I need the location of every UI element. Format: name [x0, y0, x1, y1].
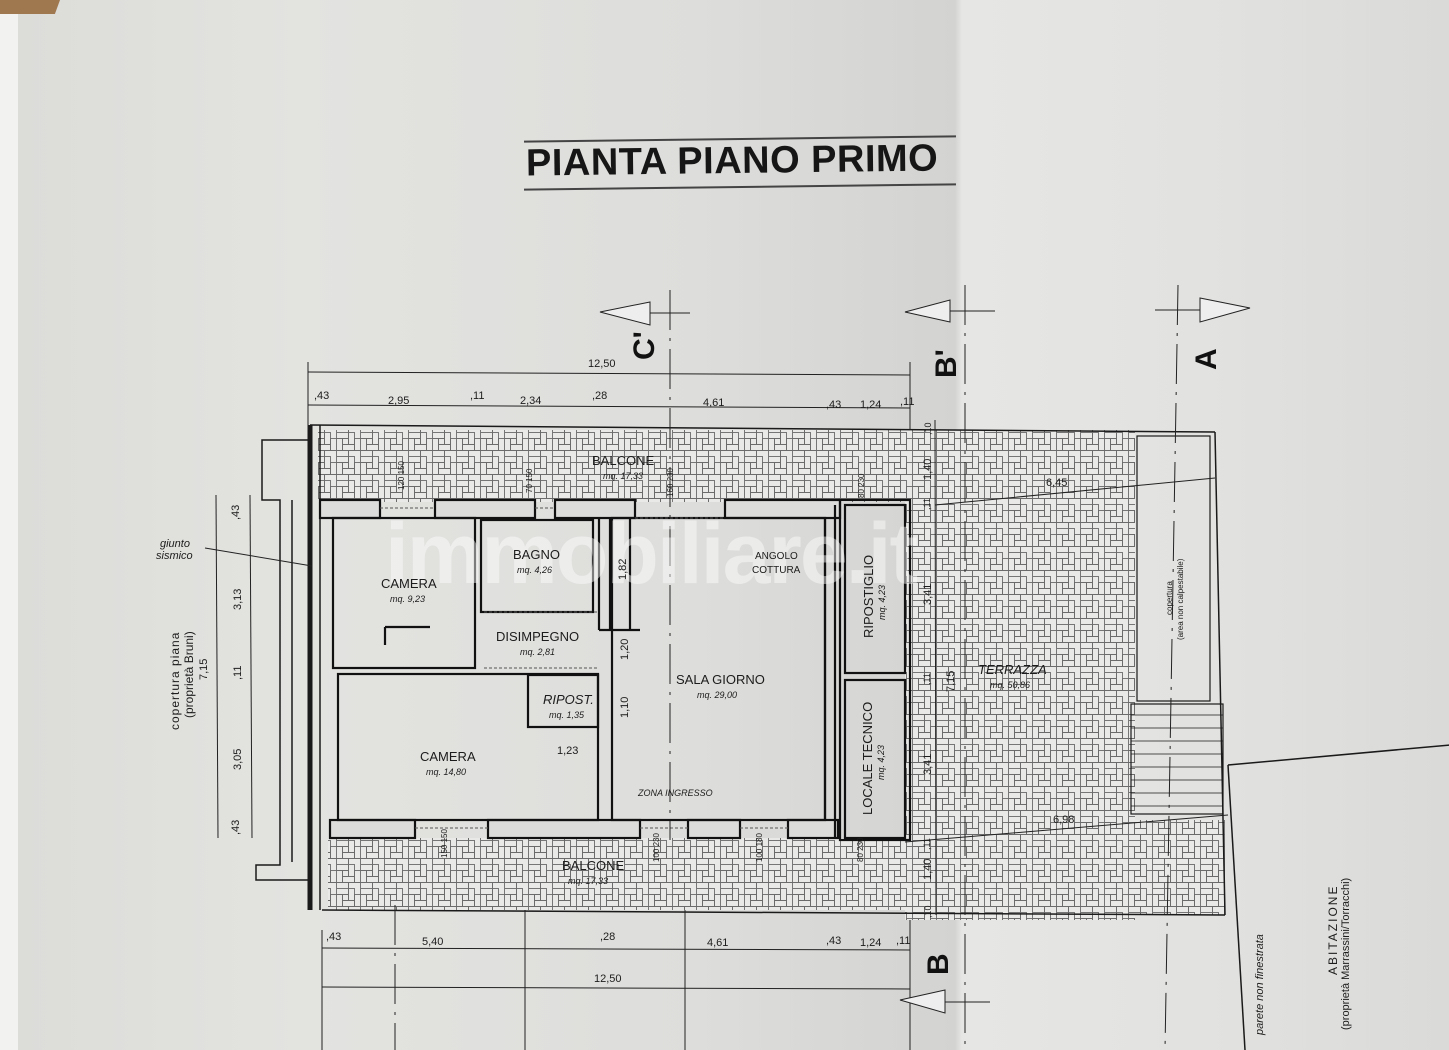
- dim-top-5: ,28: [592, 390, 608, 402]
- dim-left-2: 3,13: [232, 588, 244, 610]
- dim-left-total: 7,15: [198, 658, 210, 680]
- area-balcone-south: mq. 17,33: [568, 876, 609, 886]
- room-bagno: BAGNO: [513, 547, 560, 562]
- dim-terrace-top: 6,45: [1046, 477, 1068, 489]
- dim-right-4: 3,41: [922, 583, 934, 605]
- dim-bottom-4: 4,61: [707, 937, 729, 949]
- dim-left-3: ,11: [232, 665, 244, 680]
- area-locale-tecnico: mq. 4,23: [876, 744, 886, 780]
- room-terrazza: TERRAZZA: [978, 662, 1047, 677]
- dim-top-4: 2,34: [520, 395, 542, 407]
- area-camera-1: mq. 9,23: [390, 594, 426, 604]
- dim-top-6: 4,61: [703, 397, 725, 409]
- dim-right-7: ,11: [922, 838, 932, 850]
- note-neighbor-owner: (proprietà Marrassini/Torracchi): [1340, 877, 1352, 1030]
- room-sala-giorno: SALA GIORNO: [676, 672, 765, 687]
- dim-bottom-5: ,43: [826, 935, 842, 947]
- dim-right-8: 1,40: [922, 858, 934, 880]
- dim-left-5: ,43: [230, 819, 242, 835]
- note-giunto: giunto: [160, 538, 190, 550]
- area-camera-2: mq. 14,80: [426, 767, 467, 777]
- dim-right-6: 3,41: [922, 753, 934, 775]
- note-sismico: sismico: [156, 550, 193, 562]
- dim-left-1: ,43: [230, 504, 242, 520]
- opening-1: 120 150: [397, 461, 406, 490]
- dim-interior-4: 1,23: [557, 745, 579, 757]
- room-locale-tecnico: LOCALE TECNICO: [860, 701, 875, 815]
- dim-interior-3: 1,10: [619, 696, 631, 718]
- dim-top-total: 12,50: [588, 358, 616, 370]
- dim-bottom-7: ,11: [896, 935, 911, 947]
- dim-interior-1: 1,82: [617, 558, 629, 580]
- opening-2: 70 150: [525, 468, 534, 494]
- area-balcone-north: mq. 17,33: [603, 471, 644, 481]
- dim-bottom-total: 12,50: [594, 973, 622, 985]
- opening-5: 150 150: [440, 829, 449, 858]
- note-cover: copertura: [1165, 581, 1174, 615]
- section-marker-a: A: [1190, 348, 1223, 370]
- room-cottura: COTTURA: [752, 565, 801, 576]
- area-ripost: mq. 1,35: [549, 710, 585, 720]
- dim-top-1: ,43: [314, 390, 330, 402]
- area-disimpegno: mq. 2,81: [520, 647, 556, 657]
- opening-4: 80 230: [857, 473, 866, 499]
- balcony-south-paving: [328, 838, 908, 910]
- dim-right-total: 7,15: [945, 670, 957, 692]
- area-terrazza: mq. 50,86: [990, 680, 1031, 690]
- room-camera-1: CAMERA: [381, 576, 437, 591]
- label-zona-ingresso: ZONA INGRESSO: [638, 788, 713, 798]
- page-title: PIANTA PIANO PRIMO: [525, 137, 939, 185]
- note-neighbor: ABITAZIONE: [1326, 884, 1340, 975]
- dim-right-3: ,11: [922, 498, 932, 510]
- note-left-owner: (proprietà Bruni): [182, 631, 196, 718]
- area-sala-giorno: mq. 29,00: [697, 690, 738, 700]
- section-marker-b-top: B': [930, 349, 963, 378]
- dim-right-1: ,10: [923, 422, 933, 435]
- dim-top-2: 2,95: [388, 395, 410, 407]
- area-bagno: mq. 4,26: [517, 565, 553, 575]
- note-left-roof: copertura piana: [168, 631, 182, 730]
- dim-right-9: ,10: [923, 905, 933, 918]
- dim-left-4: 3,05: [232, 748, 244, 770]
- dim-top-9: ,11: [900, 396, 915, 408]
- opening-8: 80 230: [856, 837, 865, 863]
- note-wall: parete non finestrata: [1254, 934, 1266, 1035]
- room-ripost: RIPOST.: [543, 692, 594, 707]
- dim-interior-2: 1,20: [619, 638, 631, 660]
- room-balcone-south: BALCONE: [562, 858, 625, 873]
- room-angolo: ANGOLO: [755, 551, 798, 562]
- room-disimpegno: DISIMPEGNO: [496, 629, 580, 644]
- area-ripostiglio: mq. 4,23: [877, 584, 887, 620]
- dim-terrace-bottom: 6,98: [1053, 814, 1075, 826]
- room-ripostiglio: RIPOSTIGLIO: [861, 554, 876, 638]
- dim-top-3: ,11: [470, 390, 485, 402]
- dim-top-8: 1,24: [860, 399, 882, 411]
- paper-edge: [0, 0, 18, 1050]
- terrace-paving-south: [1133, 820, 1225, 915]
- dim-right-5: ,11: [922, 673, 932, 685]
- section-marker-c: C': [628, 331, 661, 360]
- dim-bottom-3: ,28: [600, 931, 616, 943]
- dim-bottom-1: ,43: [326, 931, 342, 943]
- dim-right-2: 1,40: [922, 458, 934, 480]
- dim-top-7: ,43: [826, 399, 842, 411]
- room-camera-2: CAMERA: [420, 749, 476, 764]
- note-cover-area: (area non calpestabile): [1176, 558, 1185, 640]
- opening-7: 100 180: [755, 833, 764, 862]
- opening-3: 160 230: [666, 468, 675, 497]
- dim-bottom-2: 5,40: [422, 936, 444, 948]
- room-balcone-north: BALCONE: [592, 453, 655, 468]
- section-marker-b-bottom: B: [922, 953, 955, 975]
- dim-bottom-6: 1,24: [860, 937, 882, 949]
- watermark: immobiliare.it: [385, 506, 918, 602]
- opening-6: 100 230: [652, 833, 661, 862]
